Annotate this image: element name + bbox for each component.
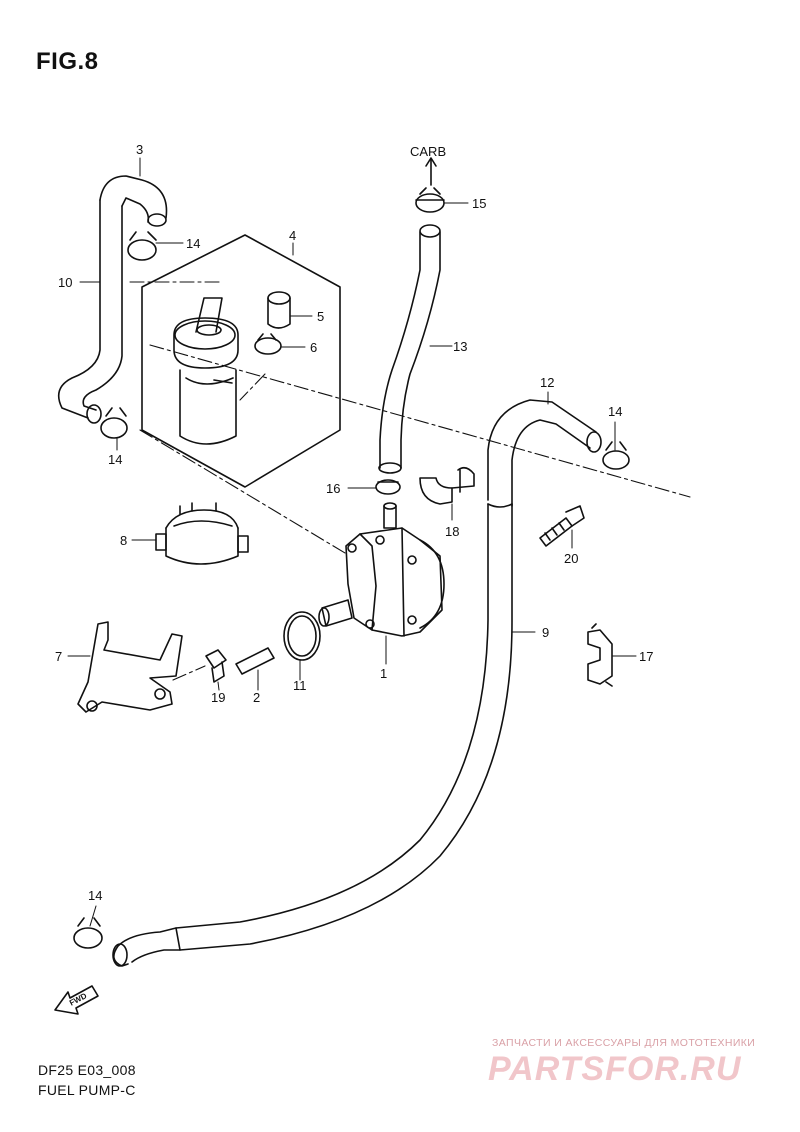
bracket-7 xyxy=(77,621,183,713)
callout-2: 2 xyxy=(253,690,260,705)
callout-17: 17 xyxy=(639,649,653,664)
hose-9 xyxy=(112,399,602,967)
assembly-lines xyxy=(129,281,691,681)
clip-15 xyxy=(415,187,445,213)
clip-16 xyxy=(375,479,401,495)
callout-14-left: 14 xyxy=(108,452,122,467)
o-ring-11 xyxy=(283,611,321,661)
callout-11: 11 xyxy=(293,678,307,693)
callout-15: 15 xyxy=(472,196,486,211)
callout-19: 19 xyxy=(211,690,225,705)
callout-6: 6 xyxy=(310,340,317,355)
fuel-filter-box xyxy=(141,234,341,488)
hose-13 xyxy=(378,224,441,474)
callout-10: 10 xyxy=(58,275,72,290)
fwd-arrow-icon xyxy=(54,985,99,1015)
callout-16: 16 xyxy=(326,481,340,496)
callout-14-bottom: 14 xyxy=(88,888,102,903)
carb-label: CARB xyxy=(410,144,446,159)
leader-lines xyxy=(67,157,637,927)
callout-1: 1 xyxy=(380,666,387,681)
callout-4: 4 xyxy=(289,228,296,243)
callout-12: 12 xyxy=(540,375,554,390)
fuel-pump xyxy=(318,502,445,637)
clip-14-left xyxy=(100,407,128,439)
callout-18: 18 xyxy=(445,524,459,539)
clip-18 xyxy=(419,466,475,505)
figure-title: FIG.8 xyxy=(36,48,99,75)
clip-14-bottom xyxy=(73,917,103,949)
clip-17 xyxy=(587,623,613,687)
carb-arrow-icon xyxy=(425,157,437,186)
hose-5 xyxy=(267,291,291,329)
figure-code: DF25 E03_008 xyxy=(38,1062,136,1078)
callout-9: 9 xyxy=(542,625,549,640)
pin-2 xyxy=(235,647,275,675)
bolt-20 xyxy=(539,505,585,547)
callout-8: 8 xyxy=(120,533,127,548)
callout-3: 3 xyxy=(136,142,143,157)
clip-14-top xyxy=(127,231,157,261)
watermark-logo: PARTSFOR.RU xyxy=(488,1050,742,1088)
watermark-tagline: ЗАПЧАСТИ И АКСЕССУАРЫ ДЛЯ МОТОТЕХНИКИ xyxy=(492,1037,756,1049)
callout-14-top: 14 xyxy=(186,236,200,251)
hose-10 xyxy=(57,175,168,424)
callout-5: 5 xyxy=(317,309,324,324)
callout-14-right: 14 xyxy=(608,404,622,419)
callout-20: 20 xyxy=(564,551,578,566)
bolt-19 xyxy=(205,649,227,683)
fuel-filter xyxy=(173,297,239,445)
callout-labels: 1 2 3 4 5 6 7 8 9 10 11 12 13 14 14 14 1… xyxy=(55,142,653,1008)
band-8 xyxy=(155,502,249,565)
callout-13: 13 xyxy=(453,339,467,354)
clip-14-right xyxy=(602,441,630,470)
clip-6 xyxy=(254,333,282,355)
figure-name: FUEL PUMP-C xyxy=(38,1082,136,1098)
callout-7: 7 xyxy=(55,649,62,664)
